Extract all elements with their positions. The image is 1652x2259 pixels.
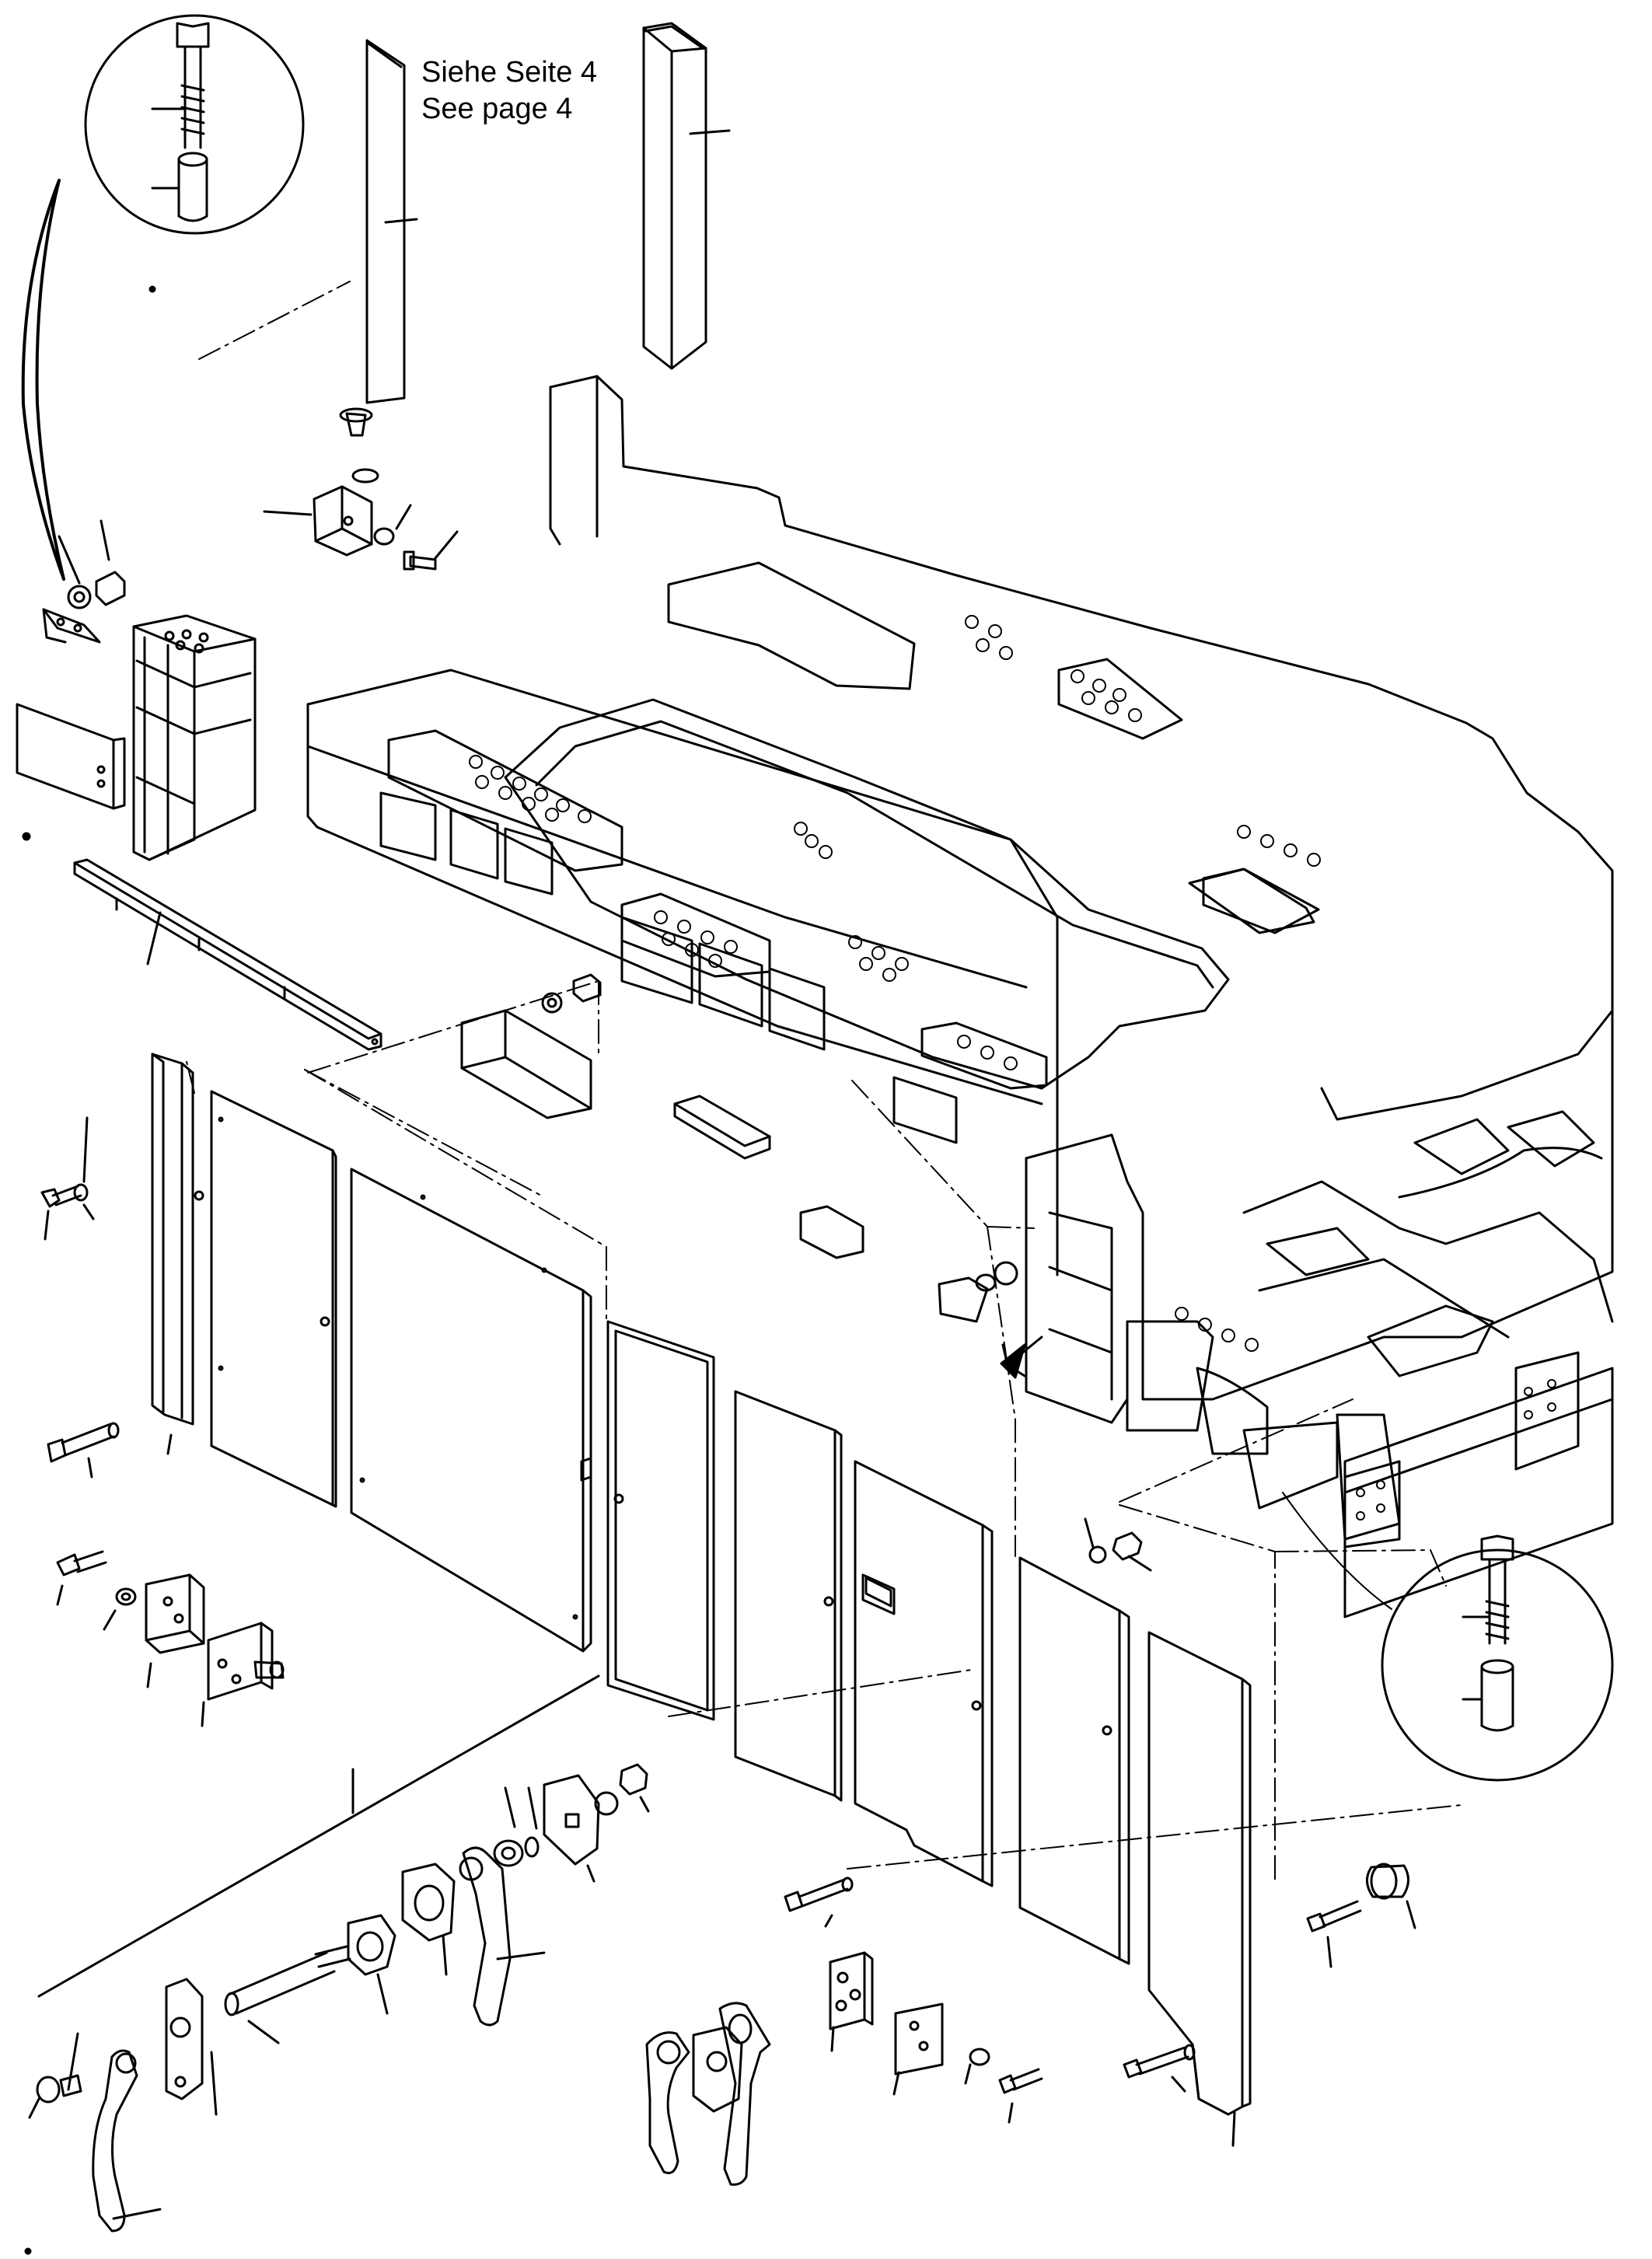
panel-door-4 bbox=[1018, 1556, 1130, 1965]
detail-circle-bottom bbox=[1381, 1535, 1614, 1782]
bolt-lower-center bbox=[784, 1877, 854, 1928]
reference-note: Siehe Seite 4 See page 4 bbox=[421, 54, 597, 127]
centerline bbox=[198, 281, 351, 360]
main-chassis-frame bbox=[306, 375, 1614, 1618]
bolt-long-left bbox=[47, 1422, 173, 1479]
panel-door-3 bbox=[734, 1390, 843, 1802]
nut-washer-right bbox=[1084, 1517, 1152, 1572]
leader-to-detail bbox=[1282, 1492, 1392, 1610]
centerline bbox=[186, 1061, 1462, 1882]
bolt-bottom-right bbox=[1123, 2044, 1236, 2147]
column-square bbox=[642, 22, 731, 370]
direction-arrowhead bbox=[1000, 1343, 1026, 1379]
panel-door-handle bbox=[854, 1460, 994, 1887]
panel-door-1 bbox=[210, 1090, 337, 1508]
plate-bolts-right bbox=[829, 1951, 1043, 2124]
hinge-block-parts bbox=[56, 1550, 285, 1727]
detail-leader-swoosh bbox=[21, 179, 65, 581]
frame-left-module bbox=[16, 614, 257, 861]
bracket-upper bbox=[263, 407, 459, 571]
reference-note-en: See page 4 bbox=[421, 93, 573, 125]
centerline bbox=[304, 980, 1035, 1229]
latch-assembly-right bbox=[645, 2002, 771, 2186]
bolt-nut-top-left bbox=[40, 1116, 95, 1241]
frame-holes bbox=[469, 615, 1556, 1521]
bolt-bumper-right bbox=[1306, 1863, 1416, 1968]
reference-note-de: Siehe Seite 4 bbox=[421, 56, 598, 89]
detail-circle-top bbox=[84, 14, 305, 293]
latch-grouping-line bbox=[37, 1674, 600, 1998]
long-bar bbox=[73, 858, 382, 1051]
column-narrow bbox=[365, 39, 418, 404]
panel-large bbox=[350, 1168, 592, 1653]
panel-door-2 bbox=[606, 1320, 715, 1721]
bracket-middle bbox=[460, 973, 1018, 1323]
panel-narrow-1 bbox=[151, 1053, 204, 1426]
panel-long-end bbox=[1147, 1631, 1252, 2116]
washer-nut-left bbox=[42, 519, 126, 644]
latch-assembly-left bbox=[28, 1763, 650, 2233]
centerline bbox=[1274, 1549, 1447, 1587]
